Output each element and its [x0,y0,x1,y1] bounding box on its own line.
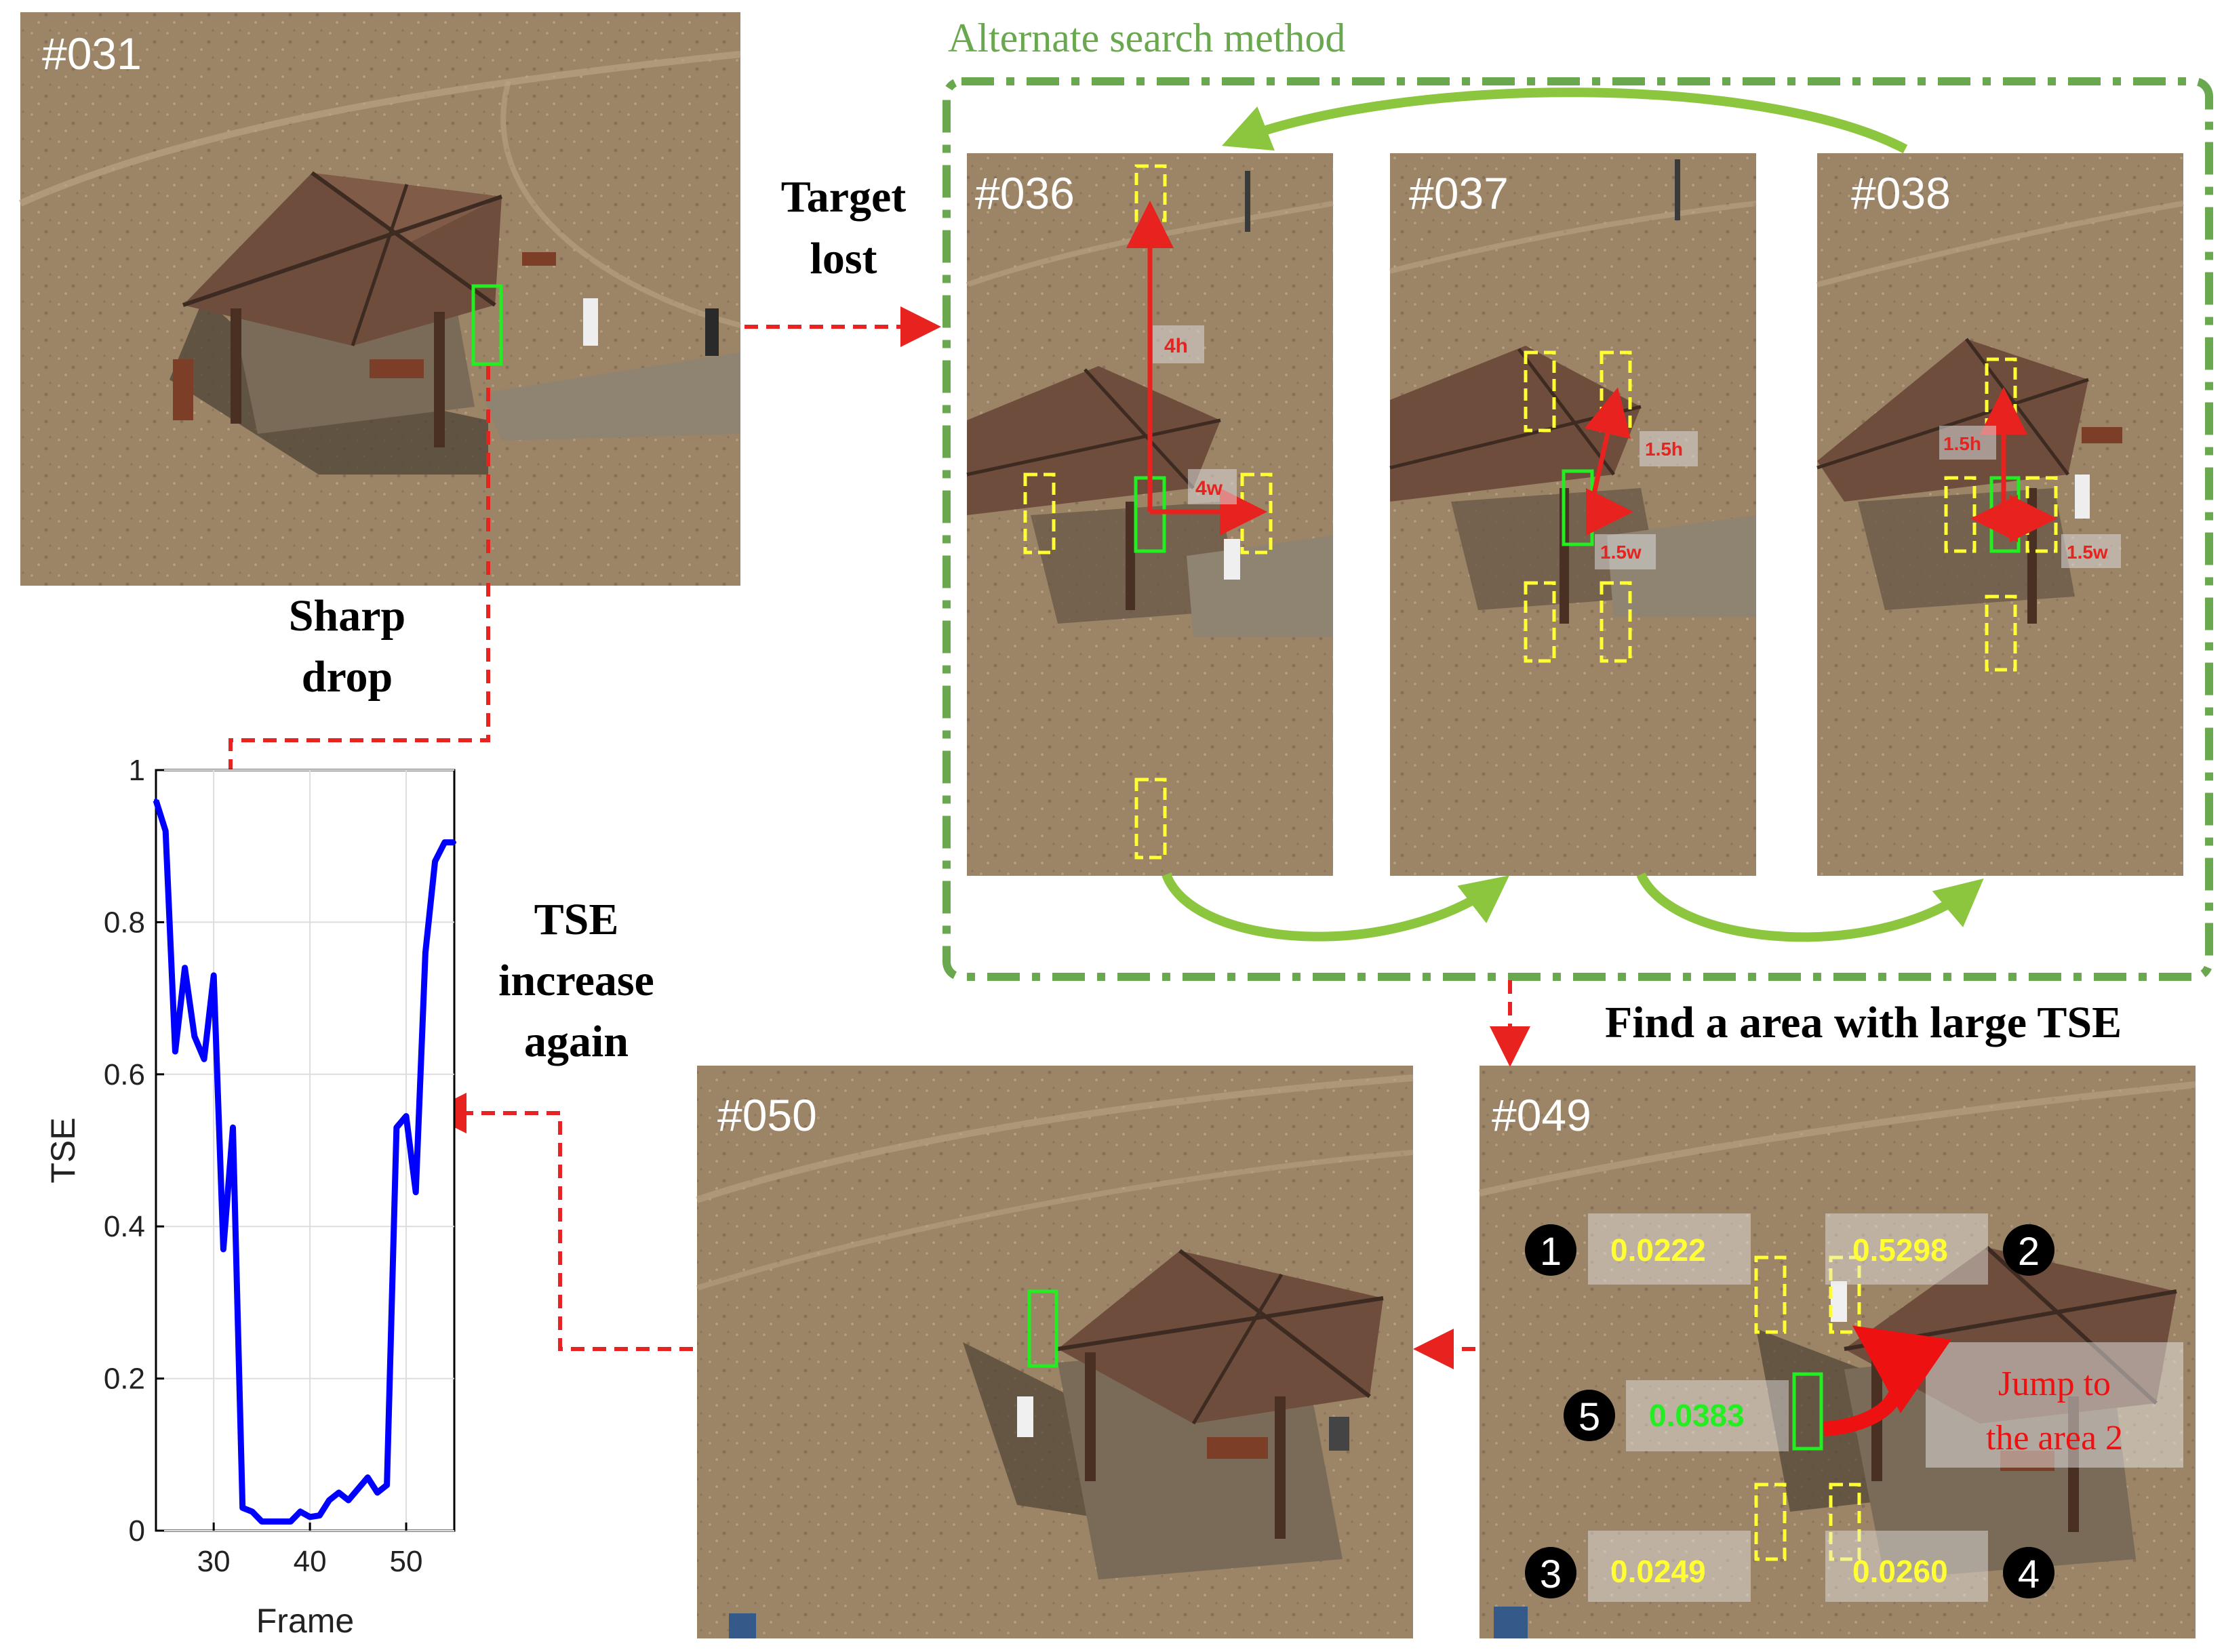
offset-1.5w-037: 1.5w [1600,542,1642,563]
frame-050-label: #050 [717,1090,817,1140]
chart-y-axis-label: TSE [44,1117,82,1183]
tse-data-point [442,840,447,845]
tse-data-point [173,1049,178,1054]
offset-1.5h-038: 1.5h [1943,433,1981,454]
tse-data-point [154,798,158,803]
alternate-search-panel: Alternate search method [942,16,2213,981]
chart-x-axis-label: Frame [256,1602,354,1640]
tse-data-point [163,828,168,833]
tse-data-point [231,1125,235,1130]
chart-y-tick-label: 1 [129,754,145,787]
chart-y-tick-label: 0 [129,1514,145,1548]
area-4-number: 4 [2018,1552,2040,1596]
tse-data-point [375,1490,380,1495]
frame-038: 1.5h 1.5w #038 [1816,153,2184,876]
tse-data-point [384,1483,389,1487]
tse-series-points [154,798,456,1524]
find-area-label: Find a area with large TSE [1605,998,2122,1047]
jump-line2: the area 2 [1986,1419,2123,1457]
search-cycle-arrows [1161,87,1984,942]
tse-data-point [308,1514,313,1519]
tse-data-point [423,950,428,955]
tse-data-point [433,859,437,864]
area-2-number: 2 [2018,1230,2040,1274]
target-lost-line2: lost [810,234,877,283]
tse-data-point [288,1519,293,1524]
tse-data-point [221,1247,226,1251]
tse-series-line [153,799,454,1525]
frame-038-label: #038 [1851,168,1951,218]
chart-y-tick-label: 0.2 [104,1363,145,1396]
tse-data-point [240,1506,245,1510]
chart-x-tick-label: 30 [197,1545,231,1578]
area-2-marker: 2 0.5298 [1852,1224,2054,1276]
sharp-drop-line2: drop [302,652,393,702]
frame-049: Jump to the area 2 1 0.0222 2 0.5298 3 0… [1478,1066,2196,1638]
area-3-score: 0.0249 [1610,1554,1706,1589]
frame-037-label: #037 [1409,168,1509,218]
tse-data-point [452,840,456,845]
area-4-marker: 4 0.0260 [1852,1547,2054,1598]
offset-1.5h-037: 1.5h [1645,439,1683,460]
offset-4w: 4w [1195,477,1223,500]
tse-data-point [317,1513,322,1518]
tse-data-point [356,1487,361,1491]
tse-data-point [414,1190,418,1194]
chart-y-tick-label: 0.8 [104,906,145,939]
tse-data-point [404,1114,409,1119]
area-2-score: 0.5298 [1852,1232,1948,1268]
jump-line1: Jump to [1998,1365,2111,1403]
chart-y-tick-label: 0.6 [104,1058,145,1091]
area-4-score: 0.0260 [1852,1554,1948,1589]
tse-data-point [336,1490,341,1495]
tse-data-point [269,1519,274,1524]
area-1-score: 0.0222 [1610,1232,1706,1268]
chart-grid [156,769,454,1531]
frame-036-label: #036 [975,168,1075,218]
tse-data-point [212,973,216,978]
tse-data-point [365,1475,370,1480]
chart-x-tick-label: 50 [390,1545,423,1578]
offset-1.5w-038: 1.5w [2067,542,2108,563]
tse-again-line2: increase [498,956,654,1005]
chart-y-tick-label: 0.4 [104,1210,145,1243]
tse-data-point [201,1057,206,1062]
alternate-search-title: Alternate search method [948,16,1345,60]
frame-037: 1.5h 1.5w #037 [1389,153,1757,876]
tse-data-point [298,1509,302,1514]
frame-050: #050 [696,1066,1414,1638]
tse-data-point [327,1498,332,1503]
tse-again-line3: again [524,1017,629,1066]
area-5-score: 0.0383 [1649,1398,1745,1433]
tse-data-point [279,1519,283,1524]
area-5-marker: 5 0.0383 [1564,1390,1745,1441]
tse-data-point [250,1509,254,1514]
area-1-number: 1 [1540,1230,1562,1274]
tse-data-point [192,1034,197,1039]
area-1-marker: 1 0.0222 [1525,1224,1706,1276]
sharp-drop-line1: Sharp [289,591,405,641]
chart-x-tick-label: 40 [294,1545,327,1578]
area-5-number: 5 [1578,1395,1600,1439]
tse-data-point [260,1519,264,1524]
tse-data-point [394,1125,399,1130]
target-lost-line1: Target [781,172,907,222]
area-3-number: 3 [1540,1552,1562,1596]
tse-data-point [182,965,187,970]
frame-031: #031 [18,12,742,586]
frame-031-label: #031 [42,28,142,79]
offset-4h: 4h [1164,335,1188,357]
frame-049-label: #049 [1492,1090,1591,1140]
tse-again-line1: TSE [534,895,619,944]
area-3-marker: 3 0.0249 [1525,1547,1706,1598]
chart-ticks: 30 40 50 0 0.2 0.4 0.6 0.8 1 [104,754,423,1578]
frame-036: 4h 4w #036 [966,153,1334,876]
tse-chart: 30 40 50 0 0.2 0.4 0.6 0.8 1 Frame TSE [44,754,456,1640]
tse-data-point [346,1498,351,1503]
